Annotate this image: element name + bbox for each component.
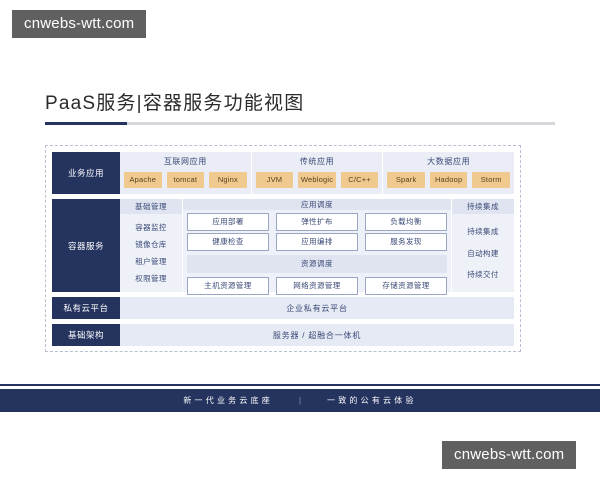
footer-tagline-left: 新一代业务云底座 bbox=[183, 396, 273, 405]
band-container-service: 容器服务 基础管理 容器监控 镜像仓库 租户管理 权限管理 应用调度 应 bbox=[52, 199, 514, 295]
box-host-resource-management[interactable]: 主机资源管理 bbox=[187, 277, 269, 295]
column-items: 容器监控 镜像仓库 租户管理 权限管理 bbox=[120, 214, 182, 292]
item-automatic-build[interactable]: 自动构建 bbox=[467, 248, 499, 258]
tech-chip-spark[interactable]: Spark bbox=[387, 172, 425, 188]
container-service-body: 基础管理 容器监控 镜像仓库 租户管理 权限管理 应用调度 应用部署 弹性扩布 bbox=[120, 199, 514, 295]
item-container-monitoring[interactable]: 容器监控 bbox=[135, 223, 167, 232]
chip-row: Spark Hadoop Storm bbox=[387, 172, 511, 188]
footer-separator: | bbox=[298, 396, 302, 405]
item-permission-management[interactable]: 权限管理 bbox=[135, 274, 167, 283]
box-load-balancing[interactable]: 负载均衡 bbox=[365, 213, 447, 231]
box-storage-resource-management[interactable]: 存储资源管理 bbox=[365, 277, 447, 295]
page-title: PaaS服务|容器服务功能视图 bbox=[45, 93, 305, 114]
column-items: 持续集成 自动构建 持续交付 bbox=[452, 214, 514, 292]
tech-chip-jvm[interactable]: JVM bbox=[255, 172, 294, 188]
scheduling-row-2: 健康检查 应用编排 服务发现 bbox=[187, 233, 447, 251]
column-basic-management: 基础管理 容器监控 镜像仓库 租户管理 权限管理 bbox=[120, 199, 182, 292]
group-title: 传统应用 bbox=[299, 157, 335, 166]
tech-chip-storm[interactable]: Storm bbox=[472, 172, 511, 188]
box-health-check[interactable]: 健康检查 bbox=[187, 233, 269, 251]
item-continuous-integration[interactable]: 持续集成 bbox=[467, 227, 499, 237]
tech-chip-tomcat[interactable]: tomcat bbox=[166, 172, 205, 188]
scheduling-row-1: 应用部署 弹性扩布 负载均衡 bbox=[187, 213, 447, 231]
side-label-business: 业务应用 bbox=[52, 152, 120, 194]
tech-chip-hadoop[interactable]: Hadoop bbox=[429, 172, 468, 188]
business-group-traditional: 传统应用 JVM Weblogic C/C++ bbox=[250, 152, 383, 194]
watermark-top: cnwebs-wtt.com bbox=[12, 10, 147, 38]
box-service-discovery[interactable]: 服务发现 bbox=[365, 233, 447, 251]
box-app-orchestration[interactable]: 应用编排 bbox=[276, 233, 358, 251]
infrastructure-value: 服务器 / 超融合一体机 bbox=[120, 324, 514, 346]
business-groups: 互联网应用 Apache tomcat Nginx 传统应用 JVM Weblo… bbox=[120, 152, 514, 194]
footer-banner: 新一代业务云底座 | 一致的公有云体验 bbox=[0, 389, 600, 412]
side-label-infrastructure: 基础架构 bbox=[52, 324, 120, 346]
column-continuous-integration: 持续集成 持续集成 自动构建 持续交付 bbox=[452, 199, 514, 292]
scheduling-row-3: 主机资源管理 网络资源管理 存储资源管理 bbox=[187, 277, 447, 295]
tech-chip-nginx[interactable]: Nginx bbox=[209, 172, 247, 188]
business-group-bigdata: 大数据应用 Spark Hadoop Storm bbox=[382, 152, 514, 194]
footer-tagline-right: 一致的公有云体验 bbox=[327, 396, 417, 405]
tech-chip-apache[interactable]: Apache bbox=[124, 172, 162, 188]
architecture-diagram: 业务应用 互联网应用 Apache tomcat Nginx 传统应用 JVM … bbox=[45, 145, 521, 352]
band-infrastructure: 基础架构 服务器 / 超融合一体机 bbox=[52, 324, 514, 346]
item-image-registry[interactable]: 镜像仓库 bbox=[135, 240, 167, 249]
band-business-application: 业务应用 互联网应用 Apache tomcat Nginx 传统应用 JVM … bbox=[52, 152, 514, 194]
item-tenant-management[interactable]: 租户管理 bbox=[135, 257, 167, 266]
title-underline bbox=[45, 121, 555, 125]
side-label-container-service: 容器服务 bbox=[52, 199, 120, 292]
title-block: PaaS服务|容器服务功能视图 bbox=[45, 92, 555, 125]
group-title: 大数据应用 bbox=[427, 157, 471, 166]
box-app-deployment[interactable]: 应用部署 bbox=[187, 213, 269, 231]
column-header: 应用调度 bbox=[183, 199, 451, 210]
chip-row: Apache tomcat Nginx bbox=[124, 172, 247, 188]
column-header: 持续集成 bbox=[452, 199, 514, 214]
watermark-bottom: cnwebs-wtt.com bbox=[442, 441, 577, 469]
private-cloud-value: 企业私有云平台 bbox=[120, 297, 514, 319]
footer-divider bbox=[0, 384, 600, 386]
chip-row: JVM Weblogic C/C++ bbox=[255, 172, 379, 188]
group-title: 互联网应用 bbox=[163, 157, 207, 166]
tech-chip-cpp[interactable]: C/C++ bbox=[340, 172, 379, 188]
scheduling-grid: 应用部署 弹性扩布 负载均衡 健康检查 应用编排 服务发现 资源调度 主机资源管… bbox=[183, 210, 451, 298]
item-continuous-delivery[interactable]: 持续交付 bbox=[467, 269, 499, 279]
band-private-cloud: 私有云平台 企业私有云平台 bbox=[52, 297, 514, 319]
business-group-internet: 互联网应用 Apache tomcat Nginx bbox=[120, 152, 251, 194]
column-application-scheduling: 应用调度 应用部署 弹性扩布 负载均衡 健康检查 应用编排 服务发现 资源调度 bbox=[182, 199, 452, 295]
tech-chip-weblogic[interactable]: Weblogic bbox=[298, 172, 336, 188]
box-network-resource-management[interactable]: 网络资源管理 bbox=[276, 277, 358, 295]
side-label-private-cloud: 私有云平台 bbox=[52, 297, 120, 319]
subsection-header-resource-scheduling: 资源调度 bbox=[187, 255, 447, 273]
column-header: 基础管理 bbox=[120, 199, 182, 214]
box-elastic-scaling[interactable]: 弹性扩布 bbox=[276, 213, 358, 231]
